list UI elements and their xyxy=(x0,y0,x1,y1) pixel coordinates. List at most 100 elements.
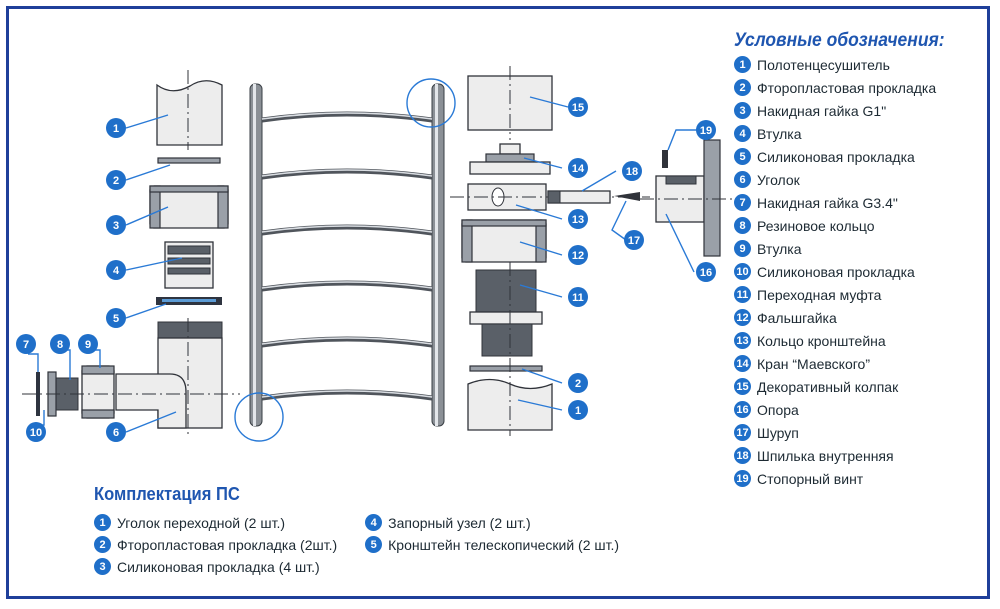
callout-badge: 4 xyxy=(106,260,126,280)
left-pipe-part-1 xyxy=(156,80,223,146)
number-badge: 5 xyxy=(365,536,383,553)
legend-title: Условные обозначения: xyxy=(734,30,945,51)
callout-badge: 10 xyxy=(26,422,46,442)
legend-item: 3 Силиконовая прокладка (4 шт.) xyxy=(94,558,337,575)
number-badge: 17 xyxy=(734,424,751,441)
number-badge: 3 xyxy=(94,558,111,575)
legend-item-label: Фальшгайка xyxy=(757,310,837,326)
callout-number: 1 xyxy=(113,123,119,135)
left-bushing-part-4 xyxy=(164,241,214,289)
callout-number: 9 xyxy=(85,339,91,351)
callout-badge: 11 xyxy=(568,287,588,307)
number-badge: 8 xyxy=(734,217,751,234)
number-badge: 15 xyxy=(734,378,751,395)
legend-item-label: Уголок xyxy=(757,172,800,188)
number-badge: 6 xyxy=(734,171,751,188)
callout-badge: 12 xyxy=(568,245,588,265)
number-badge: 5 xyxy=(734,148,751,165)
legend-panel: Условные обозначения: 1 Полотенцесушитель… xyxy=(734,30,984,494)
callout-number: 13 xyxy=(572,214,584,226)
legend-item-label: Втулка xyxy=(757,241,802,257)
callout-badge: 1 xyxy=(106,118,126,138)
callout-badge: 9 xyxy=(78,334,98,354)
legend-item-label: Опора xyxy=(757,402,799,418)
number-badge: 10 xyxy=(734,263,751,280)
legend-item: 3 Накидная гайка G1" xyxy=(734,102,984,119)
callout-number: 1 xyxy=(575,405,581,417)
legend-item-label: Шпилька внутренняя xyxy=(757,448,894,464)
legend-item: 5 Силиконовая прокладка xyxy=(734,148,984,165)
callout-badge: 7 xyxy=(16,334,36,354)
legend-item: 13 Кольцо кронштейна xyxy=(734,332,984,349)
legend-item-label: Силиконовая прокладка xyxy=(757,149,915,165)
left-elbow-part-6 xyxy=(115,318,223,435)
callout-badge: 2 xyxy=(106,170,126,190)
callout-badge: 2 xyxy=(568,373,588,393)
set-screw-part-19 xyxy=(662,150,668,168)
left-silicone-gasket-part-5 xyxy=(156,297,222,305)
legend-item-label: Силиконовая прокладка xyxy=(757,264,915,280)
number-badge: 19 xyxy=(734,470,751,487)
callout-badge: 1 xyxy=(568,400,588,420)
support-part-16 xyxy=(640,139,735,257)
legend-item-label: Силиконовая прокладка (4 шт.) xyxy=(117,559,320,575)
number-badge: 3 xyxy=(734,102,751,119)
left-gasket-part-2 xyxy=(157,157,221,164)
number-badge: 2 xyxy=(94,536,111,553)
callout-number: 3 xyxy=(113,220,119,232)
callout-number: 10 xyxy=(30,427,42,439)
callout-badge: 17 xyxy=(624,230,644,250)
callout-number: 19 xyxy=(700,125,712,137)
number-badge: 1 xyxy=(94,514,111,531)
left-silicone-gasket-part-10 xyxy=(36,372,40,416)
right-stud-part-18 xyxy=(547,190,611,204)
callout-badge: 8 xyxy=(50,334,70,354)
callout-number: 5 xyxy=(113,313,119,325)
callout-badge: 16 xyxy=(696,262,716,282)
number-badge: 11 xyxy=(734,286,751,303)
right-screw-part-17 xyxy=(614,192,640,201)
number-badge: 4 xyxy=(365,514,383,531)
callout-badge: 3 xyxy=(106,215,126,235)
legend-item-label: Кольцо кронштейна xyxy=(757,333,886,349)
detail-circle-bottom xyxy=(234,392,284,442)
legend-item-label: Полотенцесушитель xyxy=(757,57,890,73)
number-badge: 1 xyxy=(734,56,751,73)
callout-number: 14 xyxy=(572,163,585,175)
legend-item-label: Запорный узел (2 шт.) xyxy=(388,515,531,531)
callout-number: 2 xyxy=(113,175,119,187)
callout-badge: 19 xyxy=(696,120,716,140)
legend-item-label: Декоративный колпак xyxy=(757,379,899,395)
right-false-nut-part-12 xyxy=(461,219,547,263)
detail-circle-top xyxy=(406,78,456,128)
number-badge: 2 xyxy=(734,79,751,96)
legend-item-label: Втулка xyxy=(757,126,802,142)
callout-badge: 5 xyxy=(106,308,126,328)
callout-number: 18 xyxy=(626,166,638,178)
legend-item-label: Уголок переходной (2 шт.) xyxy=(117,515,285,531)
left-nut-part-7 xyxy=(81,365,115,419)
towel-rail-part-1 xyxy=(249,83,445,427)
number-badge: 14 xyxy=(734,355,751,372)
legend-item-label: Накидная гайка G1" xyxy=(757,103,887,119)
legend-item: 1 Полотенцесушитель xyxy=(734,56,984,73)
number-badge: 13 xyxy=(734,332,751,349)
legend-item: 4 Запорный узел (2 шт.) xyxy=(365,514,619,531)
legend-item: 19 Стопорный винт xyxy=(734,470,984,487)
callout-number: 7 xyxy=(23,339,29,351)
right-pipe-part-1 xyxy=(467,378,553,431)
legend-item-label: Стопорный винт xyxy=(757,471,864,487)
right-coupling-part-11 xyxy=(469,269,543,357)
